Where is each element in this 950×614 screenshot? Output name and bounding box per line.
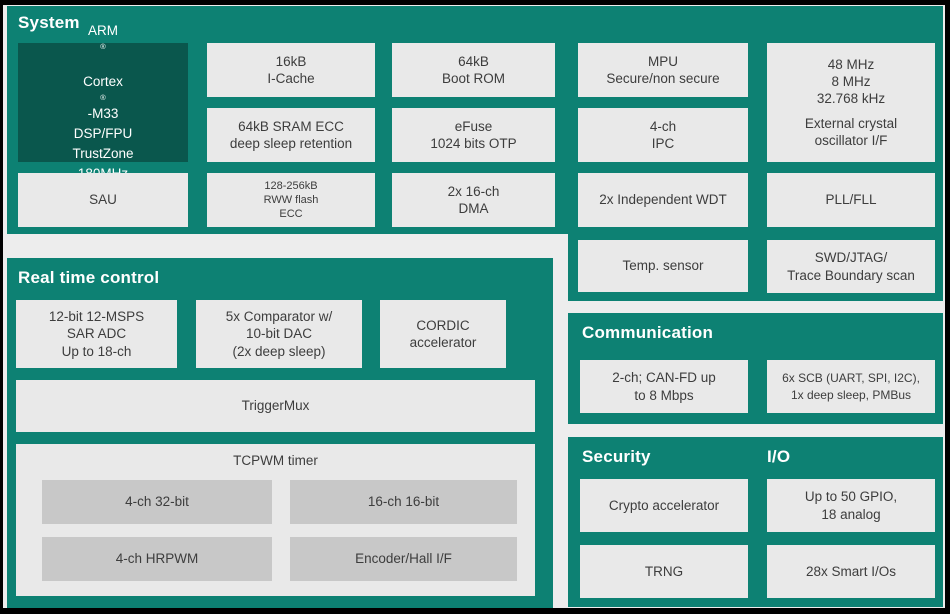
block-tcpwm-32bit: 4-ch 32-bit (42, 480, 272, 524)
block-trng: TRNG (580, 545, 748, 598)
block-tcpwm-16bit: 16-ch 16-bit (290, 480, 517, 524)
block-boot-rom: 64kB Boot ROM (392, 43, 555, 97)
block-rww-flash: 128-256kB RWW flash ECC (207, 173, 375, 227)
diagram-canvas: System ARM® Cortex®-M33 DSP/FPU TrustZon… (3, 5, 945, 608)
block-hrpwm: 4-ch HRPWM (42, 537, 272, 581)
block-dma: 2x 16-ch DMA (392, 173, 555, 227)
block-pll-fll: PLL/FLL (767, 173, 935, 227)
block-sram-ecc: 64kB SRAM ECC deep sleep retention (207, 108, 375, 162)
block-trigger-mux: TriggerMux (16, 380, 535, 432)
panel-title-real-time-control: Real time control (18, 268, 160, 287)
block-swd-jtag: SWD/JTAG/ Trace Boundary scan (767, 240, 935, 293)
block-sau: SAU (18, 173, 188, 227)
block-tcpwm: TCPWM timer 4-ch 32-bit 16-ch 16-bit 4-c… (16, 444, 535, 596)
tcpwm-title: TCPWM timer (233, 453, 318, 468)
panel-title-security: Security (582, 447, 651, 466)
block-encoder-hall: Encoder/Hall I/F (290, 537, 517, 581)
block-gpio: Up to 50 GPIO, 18 analog (767, 479, 935, 532)
block-crypto-accelerator: Crypto accelerator (580, 479, 748, 532)
panel-title-communication: Communication (582, 323, 714, 342)
block-temp-sensor: Temp. sensor (578, 240, 748, 292)
block-mpu: MPU Secure/non secure (578, 43, 748, 97)
block-sar-adc: 12-bit 12-MSPS SAR ADC Up to 18-ch (16, 300, 177, 368)
block-ipc: 4-ch IPC (578, 108, 748, 162)
block-external-crystal: External crystal oscillator I/F (804, 115, 898, 148)
block-smart-io: 28x Smart I/Os (767, 545, 935, 598)
panel-title-io: I/O (767, 447, 791, 466)
block-comparator-dac: 5x Comparator w/ 10-bit DAC (2x deep sle… (196, 300, 362, 368)
block-watchdog: 2x Independent WDT (578, 173, 748, 227)
block-can-fd: 2-ch; CAN-FD up to 8 Mbps (580, 360, 748, 413)
block-scb: 6x SCB (UART, SPI, I2C), 1x deep sleep, … (767, 360, 935, 413)
block-cortex-m33: ARM® Cortex®-M33 DSP/FPU TrustZone 180MH… (18, 23, 188, 181)
block-efuse-otp: eFuse 1024 bits OTP (392, 108, 555, 162)
block-i-cache: 16kB I-Cache (207, 43, 375, 97)
panel-title-system: System (18, 13, 80, 32)
block-clock-frequencies: 48 MHz 8 MHz 32.768 kHz (816, 57, 886, 107)
block-cordic: CORDIC accelerator (380, 300, 506, 368)
block-clock-sources: 48 MHz 8 MHz 32.768 kHz External crystal… (767, 43, 935, 162)
